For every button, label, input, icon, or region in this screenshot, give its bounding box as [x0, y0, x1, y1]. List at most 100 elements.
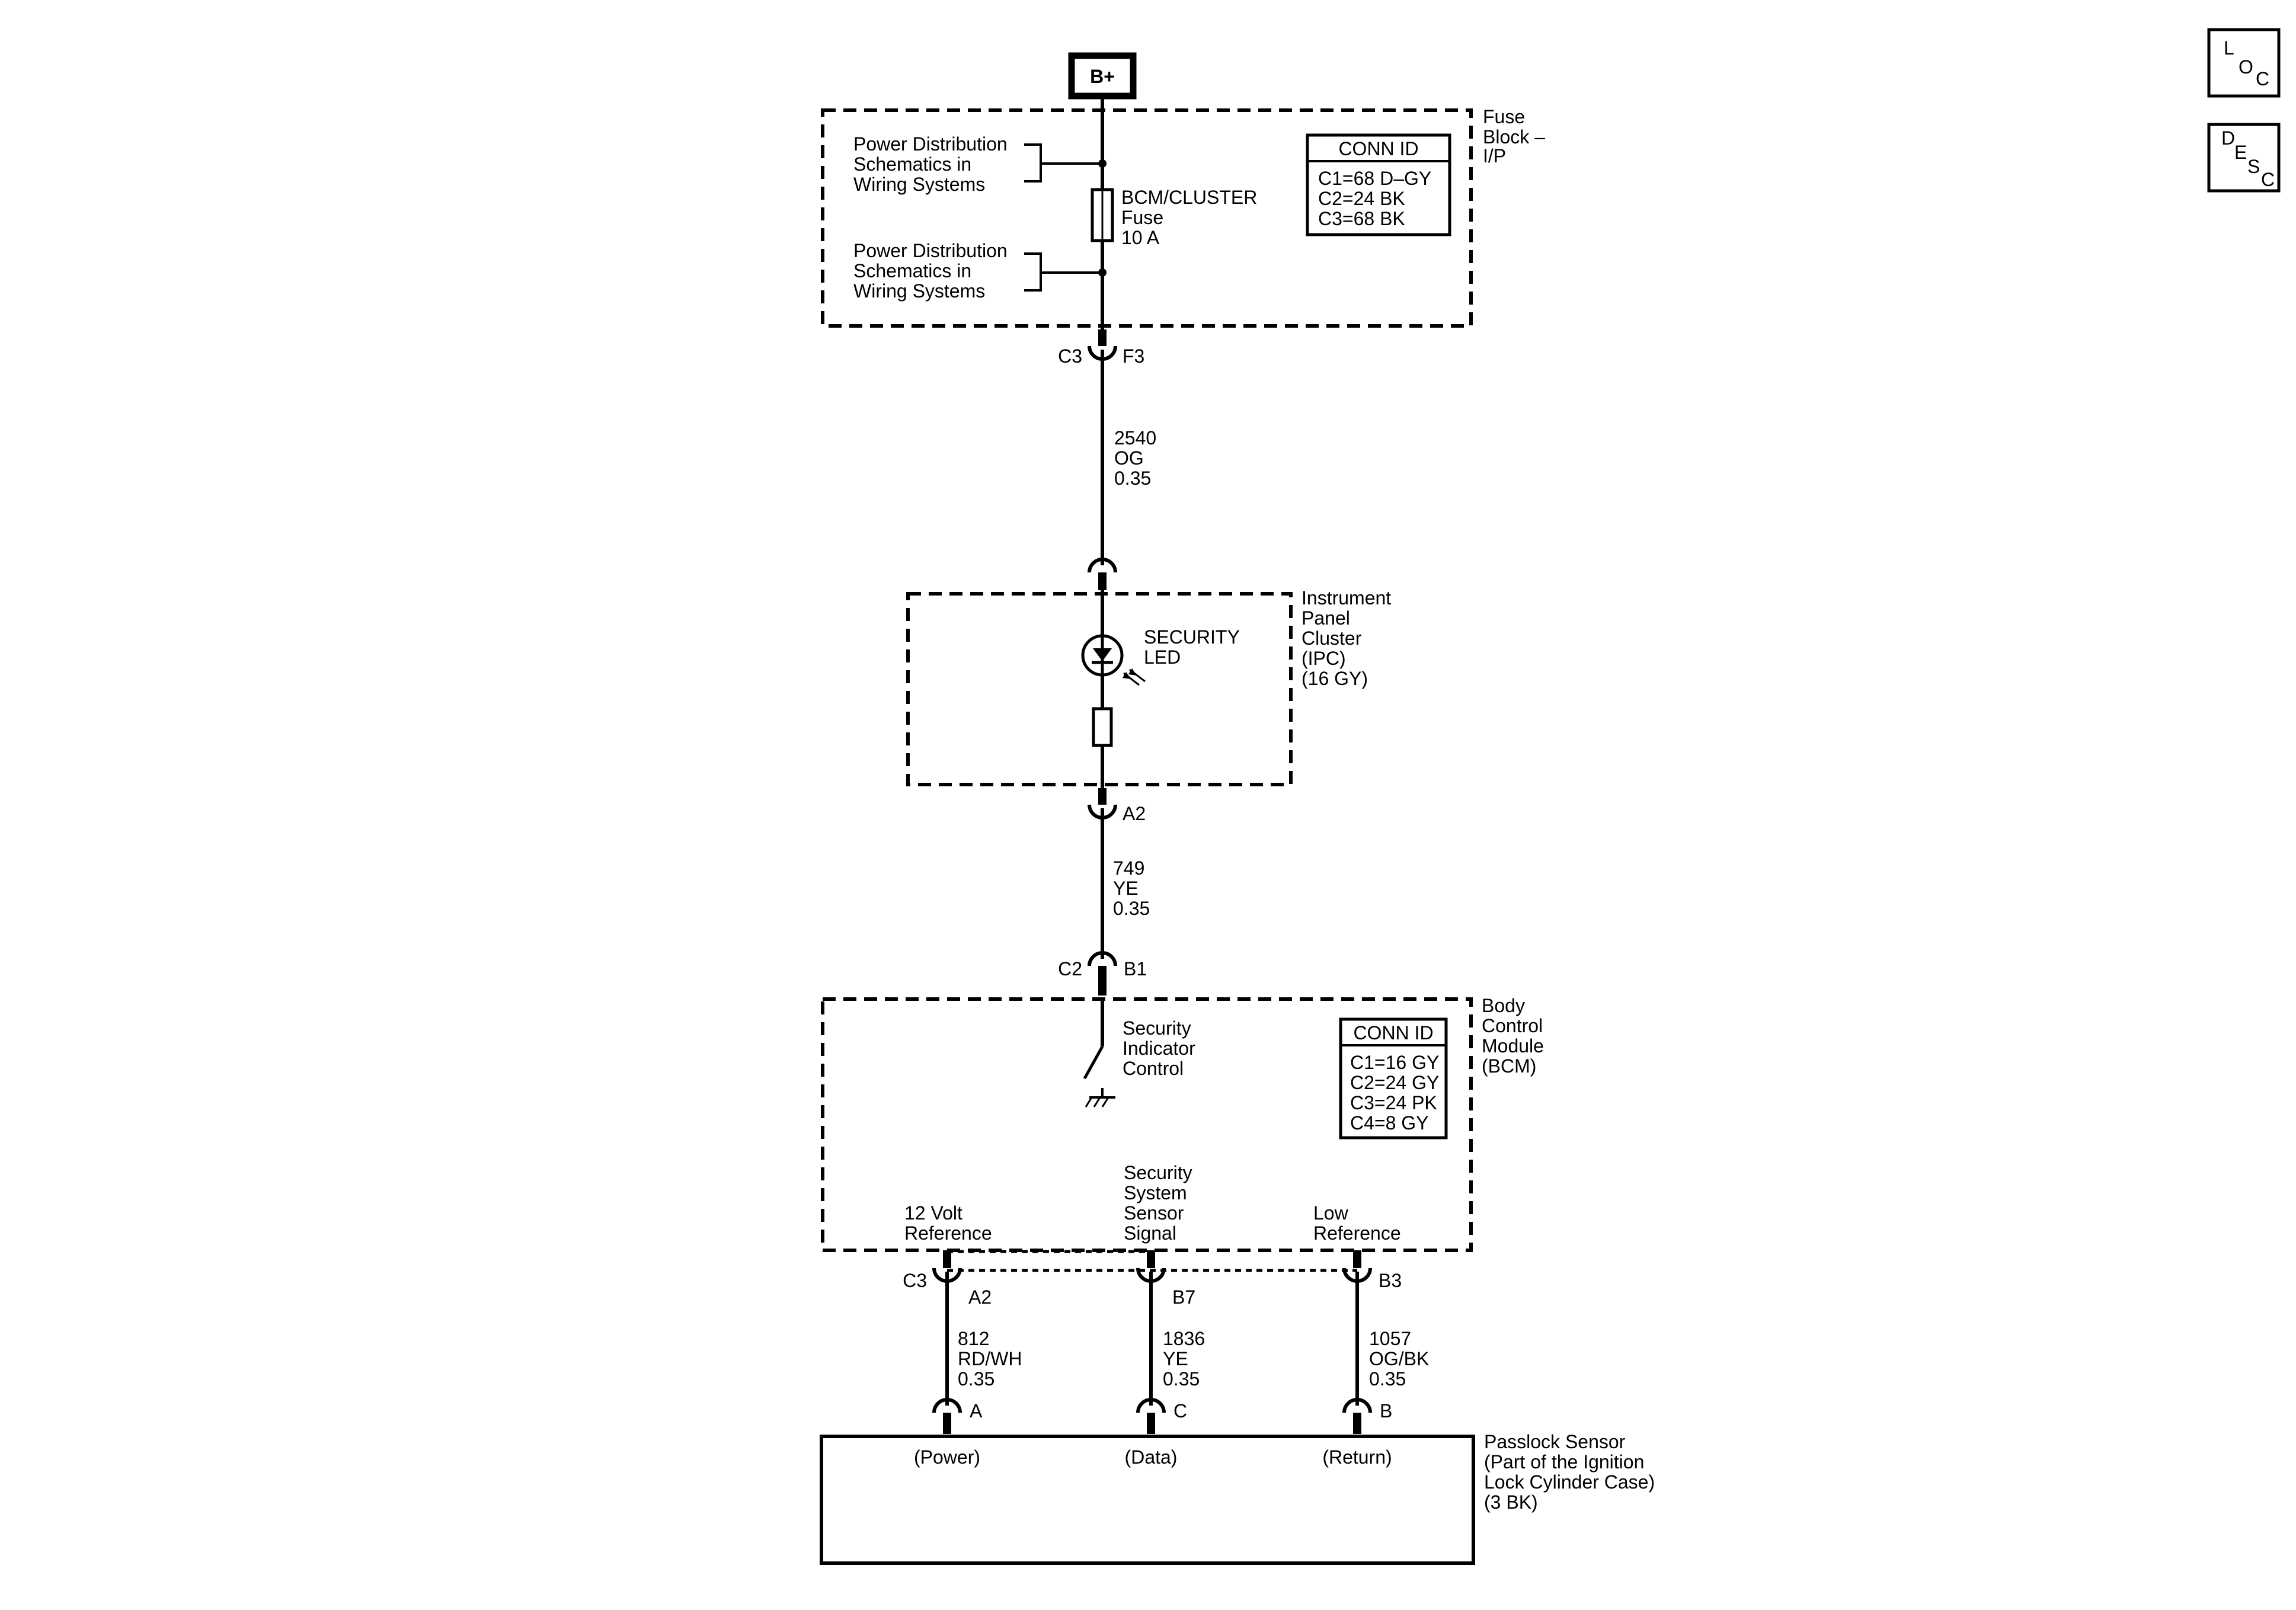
svg-text:Body: Body: [1482, 995, 1525, 1016]
svg-text:B+: B+: [1090, 66, 1115, 87]
ipc-outline: [906, 592, 1293, 786]
svg-text:10 A: 10 A: [1121, 227, 1160, 248]
power-distribution-ref-1: Power Distribution Schematics in Wiring …: [853, 133, 1107, 195]
svg-text:D: D: [2221, 127, 2235, 149]
bcm-conn-id-table: CONN ID C1=16 GY C2=24 GY C3=24 PK C4=8 …: [1339, 1017, 1448, 1140]
passlock-terminal-labels: (Power) (Data) (Return): [914, 1446, 1392, 1468]
svg-text:(IPC): (IPC): [1302, 648, 1346, 669]
svg-text:LED: LED: [1144, 646, 1181, 668]
svg-text:Fuse: Fuse: [1483, 106, 1525, 127]
svg-text:Panel: Panel: [1302, 607, 1350, 629]
bcm-terminal-12v-reference: 12 Volt Reference: [904, 1202, 992, 1244]
svg-text:(3 BK): (3 BK): [1484, 1491, 1538, 1513]
svg-text:Lock Cylinder Case): Lock Cylinder Case): [1484, 1471, 1655, 1493]
wire-2540-label: 2540 OG 0.35: [1114, 427, 1156, 489]
wire-812-label: 812 RD/WH 0.35: [958, 1328, 1022, 1390]
fuse-block-conn-id-table: CONN ID C1=68 D–GY C2=24 BK C3=68 BK: [1306, 133, 1451, 236]
bcm-pin-a2: A2: [932, 1250, 992, 1308]
ipc-label: Instrument Panel Cluster (IPC) (16 GY): [1302, 587, 1391, 689]
svg-text:YE: YE: [1113, 878, 1139, 899]
svg-text:Sensor: Sensor: [1124, 1202, 1184, 1224]
passlock-pin-a: A: [932, 1398, 983, 1434]
svg-text:(Data): (Data): [1125, 1446, 1178, 1468]
svg-text:C: C: [2261, 169, 2275, 190]
bcm-pin-b7: B7: [1136, 1250, 1195, 1308]
svg-text:2540: 2540: [1114, 427, 1156, 449]
wire-749-label: 749 YE 0.35: [1113, 857, 1150, 919]
svg-text:I/P: I/P: [1483, 145, 1506, 167]
svg-text:YE: YE: [1163, 1348, 1188, 1369]
security-led-label: SECURITY LED: [1144, 626, 1240, 668]
svg-text:(BCM): (BCM): [1482, 1055, 1536, 1077]
svg-text:Wiring Systems: Wiring Systems: [853, 280, 985, 302]
svg-text:Module: Module: [1482, 1035, 1544, 1057]
svg-text:C2: C2: [1058, 958, 1082, 980]
svg-text:C3=68 BK: C3=68 BK: [1318, 208, 1405, 229]
svg-text:Reference: Reference: [1313, 1222, 1401, 1244]
svg-text:Power Distribution: Power Distribution: [853, 240, 1008, 261]
svg-text:Instrument: Instrument: [1302, 587, 1391, 609]
svg-text:(Return): (Return): [1322, 1446, 1392, 1468]
svg-text:Security: Security: [1124, 1162, 1192, 1183]
svg-text:A: A: [970, 1400, 983, 1422]
svg-text:A2: A2: [968, 1286, 992, 1308]
svg-text:C: C: [2256, 68, 2269, 89]
svg-text:Control: Control: [1482, 1015, 1543, 1036]
passlock-sensor-label: Passlock Sensor (Part of the Ignition Lo…: [1484, 1431, 1655, 1513]
svg-text:RD/WH: RD/WH: [958, 1348, 1022, 1369]
svg-text:C4=8 GY: C4=8 GY: [1350, 1112, 1429, 1134]
svg-text:12 Volt: 12 Volt: [904, 1202, 962, 1224]
svg-text:CONN ID: CONN ID: [1353, 1022, 1433, 1044]
svg-text:OG: OG: [1114, 447, 1144, 469]
svg-text:Schematics in: Schematics in: [853, 260, 971, 281]
svg-text:Schematics in: Schematics in: [853, 153, 971, 175]
bcm-terminal-sensor-signal: Security System Sensor Signal: [1124, 1162, 1192, 1244]
loc-button[interactable]: L O C: [2207, 28, 2281, 98]
bcm-label: Body Control Module (BCM): [1482, 995, 1544, 1077]
svg-text:Signal: Signal: [1124, 1222, 1176, 1244]
svg-text:B1: B1: [1124, 958, 1147, 980]
passlock-pin-b: B: [1342, 1398, 1392, 1434]
fuse-block-outline: [821, 108, 1473, 328]
bcm-terminal-low-reference: Low Reference: [1313, 1202, 1401, 1244]
svg-text:0.35: 0.35: [1114, 468, 1151, 489]
svg-text:C1=16 GY: C1=16 GY: [1350, 1052, 1439, 1073]
svg-text:(Part of the Ignition: (Part of the Ignition: [1484, 1451, 1644, 1473]
svg-text:Control: Control: [1123, 1058, 1184, 1079]
ipc-connector-a2: A2: [1088, 788, 1146, 824]
svg-text:Fuse: Fuse: [1121, 207, 1163, 228]
svg-text:(Power): (Power): [914, 1446, 980, 1468]
wire-1836-label: 1836 YE 0.35: [1163, 1328, 1205, 1390]
svg-text:Security: Security: [1123, 1017, 1191, 1039]
svg-text:OG/BK: OG/BK: [1369, 1348, 1429, 1369]
desc-button[interactable]: D E S C: [2207, 123, 2281, 193]
svg-text:S: S: [2247, 156, 2260, 177]
svg-text:A2: A2: [1123, 803, 1146, 824]
svg-text:Reference: Reference: [904, 1222, 992, 1244]
power-distribution-ref-2: Power Distribution Schematics in Wiring …: [853, 240, 1107, 302]
ipc-input-connector: [1088, 558, 1117, 590]
svg-text:Power Distribution: Power Distribution: [853, 133, 1008, 155]
wire-1057-label: 1057 OG/BK 0.35: [1369, 1328, 1429, 1390]
security-indicator-switch-icon: [1083, 999, 1115, 1108]
svg-text:C3=24 PK: C3=24 PK: [1350, 1092, 1437, 1113]
svg-text:System: System: [1124, 1182, 1187, 1204]
bcm-cluster-fuse: BCM/CLUSTER Fuse 10 A: [1091, 187, 1257, 248]
svg-text:C: C: [1173, 1400, 1187, 1422]
svg-text:B: B: [1380, 1400, 1392, 1422]
svg-text:C2=24 BK: C2=24 BK: [1318, 188, 1405, 209]
svg-text:CONN ID: CONN ID: [1338, 138, 1418, 159]
svg-text:C3: C3: [903, 1270, 927, 1291]
svg-text:C1=68 D–GY: C1=68 D–GY: [1318, 168, 1431, 189]
svg-text:749: 749: [1113, 857, 1144, 879]
svg-text:C3: C3: [1058, 345, 1082, 367]
ipc-resistor: [1092, 707, 1113, 747]
svg-text:L: L: [2224, 37, 2234, 59]
svg-text:Wiring Systems: Wiring Systems: [853, 174, 985, 195]
passlock-sensor-box: [820, 1435, 1475, 1565]
power-source-b-plus: B+: [1068, 52, 1137, 100]
svg-text:Indicator: Indicator: [1123, 1038, 1195, 1059]
svg-text:1057: 1057: [1369, 1328, 1411, 1349]
svg-text:O: O: [2239, 56, 2253, 78]
